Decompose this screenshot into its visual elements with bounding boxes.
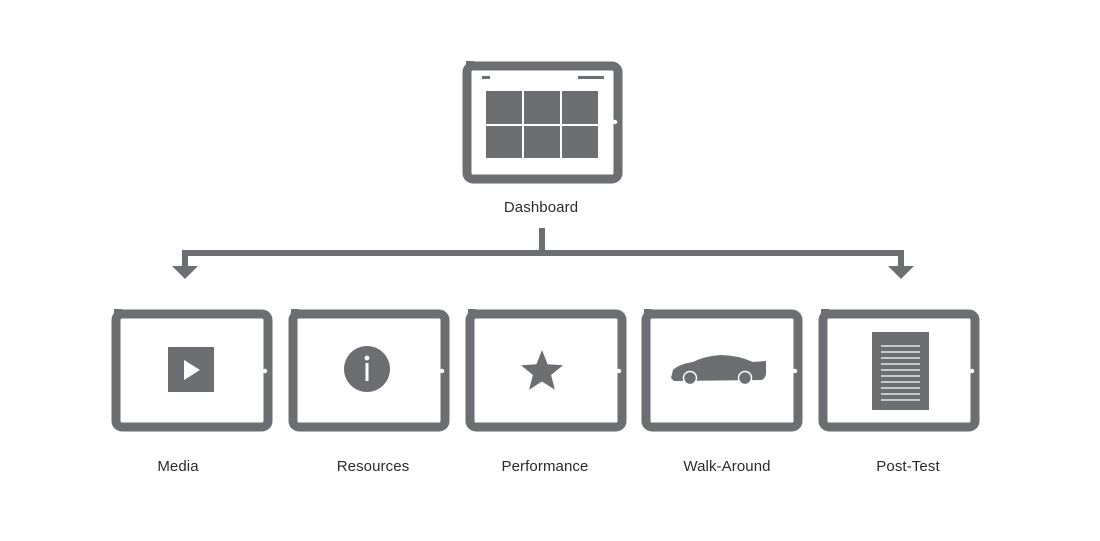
walk-around-label: Walk-Around [683, 458, 771, 475]
post-test-label: Post-Test [876, 458, 940, 475]
dashboard-tablet [462, 61, 623, 184]
resources-label: Resources [336, 458, 410, 475]
document-icon [872, 332, 929, 410]
arrow-right-icon [888, 266, 914, 279]
tablet-walk-around [641, 309, 803, 432]
status-bar-right-icon [578, 76, 604, 79]
tablet-media [111, 309, 273, 432]
performance-label: Performance [501, 458, 589, 475]
connector [172, 228, 914, 279]
dashboard-label: Dashboard [503, 199, 579, 216]
car-icon [671, 355, 767, 386]
tablet-performance [465, 309, 627, 432]
info-icon [344, 346, 390, 392]
star-icon [521, 350, 563, 390]
dashboard-grid-icon [486, 91, 598, 158]
media-label: Media [157, 458, 199, 475]
tablet-post-test [818, 309, 980, 432]
status-bar-left-icon [482, 76, 490, 79]
tablet-resources [288, 309, 450, 432]
arrow-left-icon [172, 266, 198, 279]
play-icon [168, 347, 214, 392]
